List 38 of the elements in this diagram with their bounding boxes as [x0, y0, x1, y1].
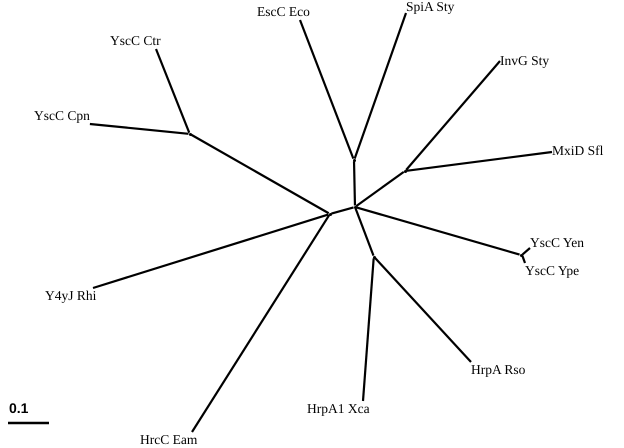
taxon-label: Y4yJ Rhi [45, 288, 96, 304]
tree-branch [190, 134, 330, 214]
branch-point [372, 256, 376, 258]
tree-branch [406, 150, 552, 172]
taxon-label: HrpA1 Xca [307, 401, 370, 417]
tree-branch [405, 60, 501, 171]
tree-branch [154, 48, 190, 134]
taxon-label: SpiA Sty [406, 0, 454, 15]
tree-branch [522, 247, 531, 256]
tree-branch [356, 170, 404, 208]
taxon-label: InvG Sty [500, 53, 550, 69]
tree-branch [298, 20, 354, 160]
tree-branch [354, 12, 408, 160]
tree-branch [354, 208, 374, 256]
branch-point [352, 158, 356, 162]
scale-value: 0.1 [9, 400, 28, 416]
tree-branch [362, 258, 375, 402]
tree-branch [331, 206, 354, 215]
tree-branch [352, 161, 356, 206]
taxon-label: YscC Ype [525, 263, 580, 279]
tree-branch [521, 255, 526, 264]
taxon-label: YscC Cpn [34, 108, 90, 124]
taxon-label: HrcC Eam [140, 432, 198, 448]
branch-point [328, 212, 332, 216]
branch-point [188, 132, 192, 136]
taxon-label: YscC Yen [530, 235, 584, 251]
branch-point [404, 170, 406, 172]
tree-branch [90, 122, 189, 135]
tree-branch [356, 206, 520, 256]
tree-branch [191, 214, 330, 433]
tree-branch [92, 213, 329, 290]
branch-point [354, 206, 356, 208]
branch-point [520, 254, 522, 256]
taxon-label: MxiD Sfl [552, 143, 604, 159]
taxon-label: HrpA Rso [471, 362, 526, 378]
taxon-label: EscC Eco [257, 4, 310, 20]
tree-branch [374, 257, 472, 363]
taxon-label: YscC Ctr [110, 33, 161, 49]
